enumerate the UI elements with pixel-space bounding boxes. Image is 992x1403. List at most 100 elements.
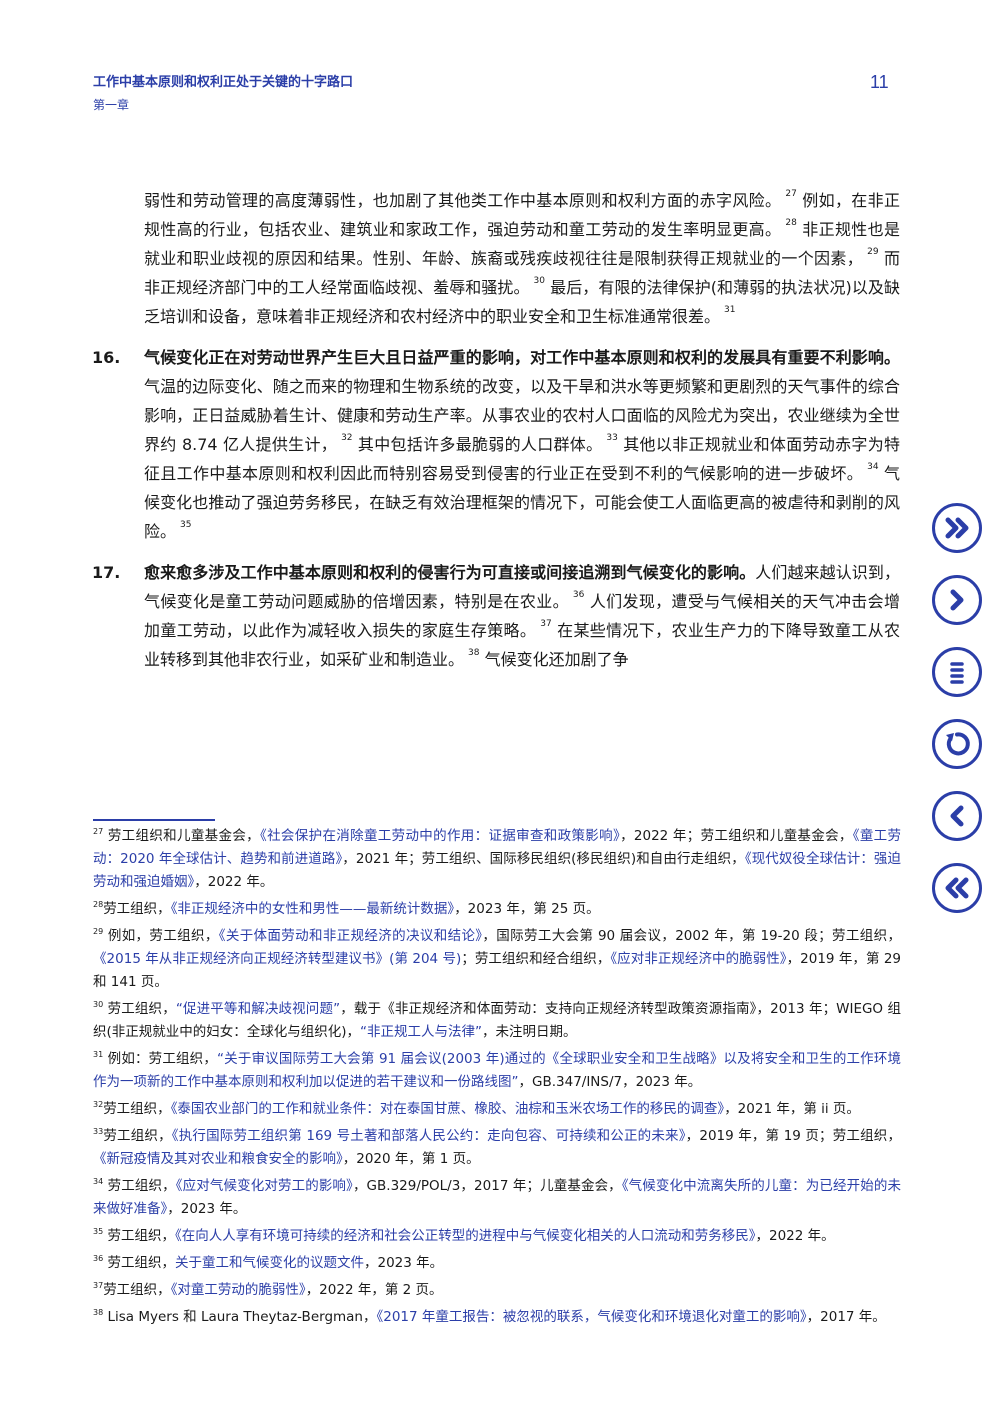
sentence: 例如，在非正规性高的行业，包括农业、建筑业和家政工作，强迫劳动和童工劳动的发生率… — [144, 191, 900, 239]
sentence: 气温的边际变化、随之而来的物理和生物系统的改变，以及干旱和洪水等更频繁和更剧烈的… — [144, 377, 900, 454]
footnote-text: 劳工组织， — [103, 1101, 171, 1117]
footnote-ref[interactable]: 31 — [724, 305, 736, 315]
footnote-ref[interactable]: 29 — [867, 247, 879, 257]
footnote-link[interactable]: 《应对气候变化对劳工的影响》 — [175, 1178, 353, 1194]
footnote-ref[interactable]: 38 — [468, 648, 480, 658]
footnote-link[interactable]: 《非正规经济中的女性和男性——最新统计数据》 — [170, 901, 455, 917]
footnote-text: 劳工组织， — [103, 1178, 176, 1194]
footnote-text: 劳工组织， — [103, 1255, 175, 1271]
last-page-button[interactable] — [932, 503, 982, 553]
footnote-text: ，2019 年，第 29 和 141 页。 — [93, 951, 902, 990]
footnote-text: 劳工组织， — [103, 1228, 175, 1244]
sentence: 非正规性也是就业和职业歧视的原因和结果。性别、年龄、族裔或残疾歧视往往是限制获得… — [144, 220, 900, 268]
footnote-number: 34 — [93, 1177, 104, 1186]
footnote-text: ，GB.329/POL/3，2017 年；儿童基金会， — [352, 1178, 622, 1194]
footnote-separator — [93, 819, 215, 821]
sentence: 弱性和劳动管理的高度薄弱性，也加剧了其他类工作中基本原则和权利方面的赤字风险。 — [144, 191, 782, 210]
footnote-text: ，2021 年，第 ii 页。 — [724, 1101, 860, 1117]
paragraph-number: 17. — [92, 563, 121, 582]
footnote-link[interactable]: 《新冠疫情及其对农业和粮食安全的影响》 — [93, 1151, 343, 1167]
footnote-link[interactable]: 《泰国农业部门的工作和就业条件：对在泰国甘蔗、橡胶、油棕和玉米农场工作的移民的调… — [170, 1101, 725, 1117]
footnote-text: 例如：劳工组织， — [103, 1051, 217, 1067]
footnote-ref[interactable]: 33 — [606, 433, 618, 443]
footnote-34: 34 劳工组织，《应对气候变化对劳工的影响》，GB.329/POL/3，2017… — [93, 1175, 901, 1221]
footnote-number: 35 — [93, 1227, 104, 1236]
footnote-link[interactable]: “非正规工人与法律” — [360, 1024, 483, 1040]
footnote-27: 27 劳工组织和儿童基金会，《社会保护在消除童工劳动中的作用：证据审查和政策影响… — [93, 825, 901, 894]
footnote-link[interactable]: 《气候变化中流离失所的儿童：为已经开始的未来做好准备》 — [93, 1178, 902, 1217]
footnote-text: 劳工组织和儿童基金会， — [103, 828, 261, 844]
contents-button[interactable] — [932, 647, 982, 697]
footnote-ref[interactable]: 37 — [540, 619, 552, 629]
footnote-text: ，2023 年。 — [167, 1201, 247, 1217]
footnote-text: ，2022 年。 — [755, 1228, 835, 1244]
next-page-button[interactable] — [932, 575, 982, 625]
sentence: 其中包括许多最脆弱的人口群体。 — [357, 435, 603, 454]
footnote-ref[interactable]: 36 — [572, 590, 585, 600]
footnote-link[interactable]: 关于童工和气候变化的议题文件 — [174, 1255, 364, 1271]
footnote-text: ，2017 年。 — [806, 1309, 886, 1325]
footnote-text: 劳工组织， — [103, 1128, 172, 1144]
footnote-text: ，国际劳工大会第 90 届会议，2002 年，第 19-20 段；劳工组织， — [482, 928, 901, 944]
first-page-button[interactable] — [932, 863, 982, 913]
chevron-right-icon — [950, 589, 964, 611]
footnote-37: 37劳工组织，《对童工劳动的脆弱性》，2022 年，第 2 页。 — [93, 1279, 901, 1302]
sentence: 在某些情况下，农业生产力的下降导致童工从农业转移到其他非农行业，如采矿业和制造业… — [144, 621, 900, 669]
paragraph-15-continued: 弱性和劳动管理的高度薄弱性，也加剧了其他类工作中基本原则和权利方面的赤字风险。2… — [92, 186, 900, 331]
footnote-text: ，2022 年。 — [194, 874, 274, 890]
back-to-previous-view-button[interactable] — [932, 719, 982, 769]
footnote-link[interactable]: 《对童工劳动的脆弱性》 — [170, 1282, 306, 1298]
footnote-text: ，2020 年，第 1 页。 — [342, 1151, 480, 1167]
footnote-text: ，载于《非正规经济和体面劳动：支持向正规经济转型政策资源指南》，2013 年；W… — [93, 1001, 901, 1040]
footnote-link[interactable]: “促进平等和解决歧视问题” — [175, 1001, 341, 1017]
footnote-number: 33 — [93, 1127, 104, 1136]
footnote-link[interactable]: 《现代奴役全球估计：强迫劳动和强迫婚姻》 — [93, 851, 902, 890]
footnote-30: 30 劳工组织，“促进平等和解决歧视问题”，载于《非正规经济和体面劳动：支持向正… — [93, 998, 901, 1044]
footnote-link[interactable]: “关于审议国际劳工大会第 91 届会议(2003 年)通过的《全球职业安全和卫生… — [93, 1051, 902, 1090]
footnote-35: 35 劳工组织，《在向人人享有环境可持续的经济和社会公正转型的进程中与气候变化相… — [93, 1225, 901, 1248]
footnote-ref[interactable]: 28 — [785, 218, 797, 228]
paragraph-number: 16. — [92, 348, 121, 367]
footnote-link[interactable]: 《童工劳动：2020 年全球估计、趋势和前进道路》 — [93, 828, 902, 867]
footnote-ref[interactable]: 32 — [341, 433, 353, 443]
footnote-38: 38 Lisa Myers 和 Laura Theytaz-Bergman，《2… — [93, 1306, 901, 1329]
body-text: 弱性和劳动管理的高度薄弱性，也加剧了其他类工作中基本原则和权利方面的赤字风险。2… — [92, 186, 900, 674]
sentence: 而非正规经济部门中的工人经常面临歧视、羞辱和骚扰。 — [144, 249, 900, 297]
footnote-29: 29 例如，劳工组织，《关于体面劳动和非正规经济的决议和结论》，国际劳工大会第 … — [93, 925, 901, 994]
footnote-link[interactable]: 《执行国际劳工组织第 169 号土著和部落人民公约：走向包容、可持续和公正的未来… — [171, 1128, 686, 1144]
footnote-28: 28劳工组织，《非正规经济中的女性和男性——最新统计数据》，2023 年，第 2… — [93, 898, 901, 921]
footnote-ref[interactable]: 27 — [785, 189, 797, 199]
footnotes: 27 劳工组织和儿童基金会，《社会保护在消除童工劳动中的作用：证据审查和政策影响… — [93, 825, 901, 1333]
chapter-label: 第一章 — [93, 98, 130, 112]
chevron-left-icon — [950, 805, 964, 827]
sentence: 气候变化还加剧了争 — [484, 650, 629, 669]
footnote-number: 37 — [93, 1281, 104, 1290]
footnote-32: 32劳工组织，《泰国农业部门的工作和就业条件：对在泰国甘蔗、橡胶、油棕和玉米农场… — [93, 1098, 901, 1121]
footnote-ref[interactable]: 30 — [533, 276, 545, 286]
list-icon — [950, 662, 964, 684]
sentence: 其他以非正规就业和体面劳动赤字为特征且工作中基本原则和权利因此而特别容易受到侵害… — [144, 435, 900, 483]
footnote-33: 33劳工组织，《执行国际劳工组织第 169 号土著和部落人民公约：走向包容、可持… — [93, 1125, 901, 1171]
footnote-36: 36 劳工组织，关于童工和气候变化的议题文件，2023 年。 — [93, 1252, 901, 1275]
footnote-text: ，2019 年，第 19 页；劳工组织， — [685, 1128, 901, 1144]
footnote-link[interactable]: 《应对非正规经济中的脆弱性》 — [610, 951, 787, 967]
footnote-text: ，2023 年。 — [363, 1255, 444, 1271]
sentence: 人们发现，遭受与气候相关的天气冲击会增加童工劳动，以此作为减轻收入损失的家庭生存… — [144, 592, 900, 640]
footnote-link[interactable]: 《关于体面劳动和非正规经济的决议和结论》 — [218, 928, 483, 944]
sentence: 人们越来越认识到，气候变化是童工劳动问题威胁的倍增因素，特别是在农业。 — [144, 563, 900, 611]
footnote-text: ，2021 年；劳工组织、国际移民组织(移民组织)和自由行走组织， — [342, 851, 745, 867]
footnote-text: ，2022 年；劳工组织和儿童基金会， — [620, 828, 853, 844]
footnote-ref[interactable]: 34 — [867, 462, 879, 472]
footnote-link[interactable]: 《2017 年童工报告：被忽视的联系，气候变化和环境退化对童工的影响》 — [376, 1309, 807, 1325]
document-title: 工作中基本原则和权利正处于关键的十字路口 — [93, 75, 354, 90]
footnote-link[interactable]: 《2015 年从非正规经济向正规经济转型建议书》(第 204 号) — [93, 951, 462, 967]
previous-page-button[interactable] — [932, 791, 982, 841]
footnote-number: 27 — [93, 827, 104, 836]
footnote-ref[interactable]: 35 — [180, 520, 192, 530]
footnote-number: 29 — [93, 927, 104, 936]
footnote-number: 36 — [93, 1254, 104, 1263]
sentence: 气候变化也推动了强迫劳务移民，在缺乏有效治理框架的情况下，可能会使工人面临更高的… — [144, 464, 900, 541]
footnote-link[interactable]: 《社会保护在消除童工劳动中的作用：证据审查和政策影响》 — [260, 828, 621, 844]
footnote-link[interactable]: 《在向人人享有环境可持续的经济和社会公正转型的进程中与气候变化相关的人口流动和劳… — [174, 1228, 756, 1244]
rewind-icon — [945, 877, 969, 899]
